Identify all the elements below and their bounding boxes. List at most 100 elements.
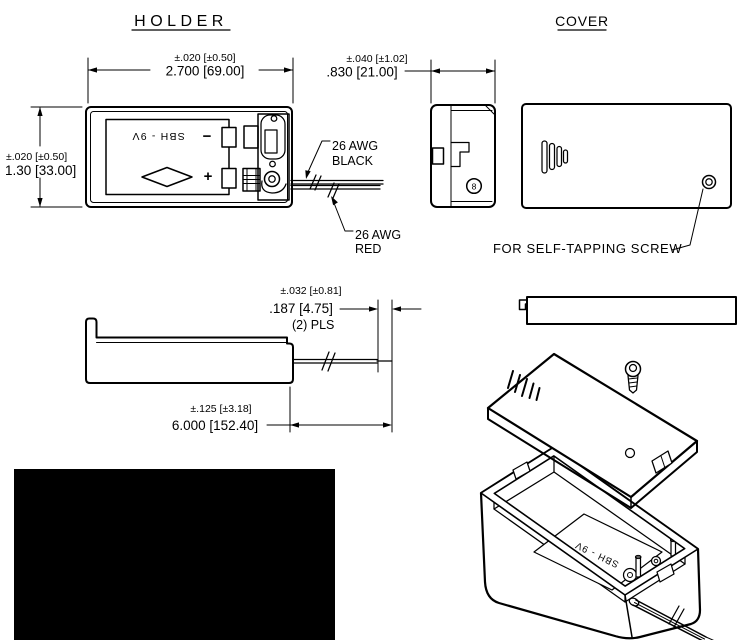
cover-front-view	[521, 103, 732, 209]
cover-latch-tab	[651, 450, 673, 474]
iso-vent-slat	[521, 378, 528, 397]
wire-red-label-1: 26 AWG	[355, 228, 401, 242]
profile-body	[85, 317, 294, 384]
arrowhead	[88, 67, 97, 73]
iso-terminal-post	[635, 556, 642, 578]
break-mark	[327, 352, 336, 372]
break-mark	[327, 182, 335, 198]
iso-post-top	[634, 554, 642, 560]
battery-compartment	[105, 118, 230, 196]
iso-holder-box: SBH - 9V	[479, 445, 714, 640]
iso-vent-slat	[528, 382, 535, 399]
exploded-assembly-view: SBH - 9V	[479, 352, 714, 640]
vent-slot	[541, 140, 548, 174]
front-wall-edge	[624, 594, 633, 638]
iso-terminal-boss	[650, 555, 662, 567]
dimension-height: ±.020 [±0.50] 1.30 [33.00]	[5, 106, 83, 208]
dimension-strip: ±.032 [±0.81] .187 [4.75] (2) PLS	[269, 285, 422, 433]
polarity-minus: −	[203, 128, 212, 145]
dim-depth-value: .830 [21.00]	[326, 65, 397, 80]
break-mark	[314, 175, 322, 191]
arrowhead	[369, 306, 378, 312]
label-wire-red: 26 AWG RED	[331, 196, 401, 256]
vent-slot	[556, 145, 563, 168]
screw-thread	[628, 381, 638, 384]
break-mark	[332, 183, 340, 199]
rivet-hole	[269, 160, 276, 168]
cover-title-group: COVER	[555, 13, 609, 31]
round-terminal	[263, 170, 281, 188]
iso-vent-slat	[507, 370, 514, 389]
iso-wire-line	[634, 602, 705, 640]
dim-depth-tolerance: ±.040 [±1.02]	[346, 53, 407, 65]
screw-head-recess	[628, 363, 638, 373]
dimension-wire-length: ±.125 [±3.18] 6.000 [152.40]	[172, 386, 392, 433]
mold-mark: 8	[472, 182, 477, 192]
redacted-region	[14, 469, 335, 640]
dim-height-tolerance: ±.020 [±0.50]	[6, 151, 67, 163]
side-clip	[431, 147, 445, 165]
battery-marking: SBH - 9V	[131, 130, 184, 142]
iso-wire-tip	[705, 636, 714, 640]
arrowhead	[392, 306, 401, 312]
iso-vent-slat	[535, 387, 541, 401]
terminal-hook-curve	[261, 180, 287, 194]
holder-front-view: SBH - 9V − +	[85, 106, 293, 208]
snap-terminal-slot	[264, 129, 278, 154]
screw-note: FOR SELF-TAPPING SCREW	[493, 241, 682, 256]
snap-terminal-outline	[260, 114, 286, 160]
dim-wire-tolerance: ±.125 [±3.18]	[190, 403, 251, 415]
screw-thread	[628, 377, 638, 380]
side-view-body	[430, 104, 496, 208]
box-wall-clip	[656, 563, 675, 583]
iso-cover	[486, 352, 699, 509]
arrowhead	[284, 67, 293, 73]
wire-red-label-2: RED	[355, 242, 381, 256]
holder-title: HOLDER	[134, 13, 228, 30]
vent-slot	[548, 142, 556, 171]
arrowhead	[486, 68, 495, 74]
wire-black-label-2: BLACK	[332, 154, 374, 168]
screw-hole-outer	[701, 174, 717, 190]
box-wall-clip	[512, 461, 531, 480]
iso-vent-slat	[514, 374, 521, 393]
box-rim	[480, 446, 699, 596]
holder-inner-wall	[90, 111, 288, 203]
cover-title: COVER	[555, 13, 609, 29]
label-screw-note: FOR SELF-TAPPING SCREW	[493, 188, 704, 256]
iso-terminal-center	[627, 572, 633, 578]
arrowhead	[331, 196, 338, 206]
label-wire-black: 26 AWG BLACK	[305, 139, 378, 179]
vent-slot	[562, 149, 569, 164]
iso-screw	[624, 360, 642, 394]
latch-notch	[660, 455, 666, 469]
cover-profile-body	[526, 296, 737, 325]
side-step-notch	[450, 141, 470, 168]
snap-terminal-pip	[270, 115, 278, 122]
holder-title-group: HOLDER	[131, 13, 231, 31]
leader-line	[333, 202, 354, 232]
dim-strip-value: .187 [4.75]	[269, 301, 333, 316]
break-mark	[673, 608, 685, 628]
holder-outer-body	[85, 106, 293, 208]
leader-line	[671, 188, 704, 251]
mold-mark-circle	[465, 177, 483, 195]
diamond-logo	[141, 166, 193, 188]
terminal-strip	[257, 113, 290, 201]
dim-width-tolerance: ±.020 [±0.50]	[174, 52, 235, 64]
break-mark	[309, 174, 317, 190]
wire-black-label-1: 26 AWG	[332, 139, 378, 153]
holder-wires	[290, 174, 384, 199]
arrowhead	[37, 107, 43, 116]
terminal-notch	[221, 126, 237, 148]
arrowhead	[290, 422, 299, 428]
dim-strip-tolerance: ±.032 [±0.81]	[280, 285, 341, 297]
dim-strip-note: (2) PLS	[292, 318, 334, 332]
break-mark	[321, 351, 330, 371]
terminal-notch	[221, 167, 237, 189]
cover-body	[521, 103, 732, 209]
screw-hole-inner	[705, 178, 713, 186]
break-mark	[668, 605, 680, 625]
dim-height-value: 1.30 [33.00]	[5, 163, 76, 178]
